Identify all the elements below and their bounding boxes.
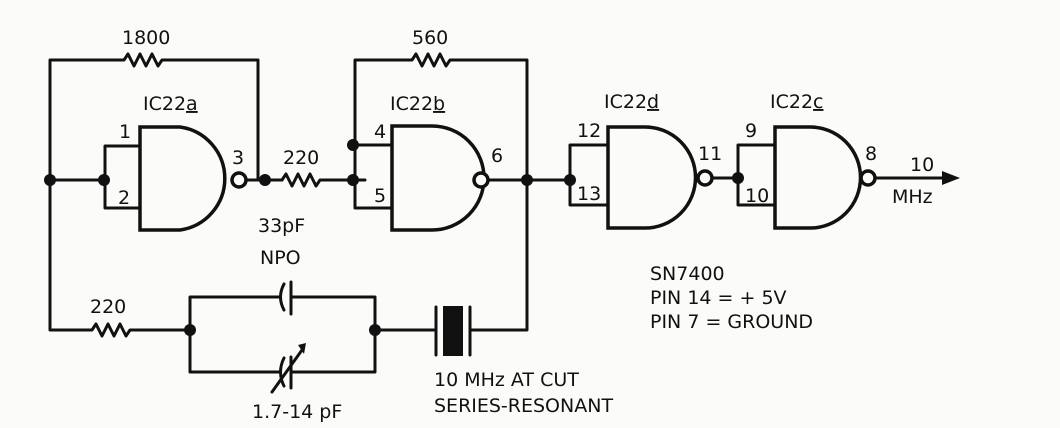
capacitor-type: NPO <box>260 247 301 269</box>
pin-3: 3 <box>232 147 244 169</box>
nand-gate-ic22b <box>353 124 574 232</box>
nand-gate-ic22a <box>48 125 284 232</box>
feedback-resistor-1800 <box>48 52 260 182</box>
junction-dots <box>44 139 744 336</box>
series-resistor-220 <box>280 172 367 188</box>
trimmer-value: 1.7-14 pF <box>252 401 342 423</box>
nand-gate-ic22c <box>736 125 960 230</box>
trimmer-capacitor <box>188 328 377 394</box>
resistor-label-560: 560 <box>412 27 448 49</box>
resistor-label-220-series: 220 <box>283 147 319 169</box>
crystal-10mhz <box>373 178 529 357</box>
crystal-mode: SERIES-RESONANT <box>434 395 613 417</box>
note-chip: SN7400 <box>650 263 725 285</box>
pin-1: 1 <box>119 121 131 143</box>
gate-label-ic22b: IC22b <box>390 93 445 115</box>
crystal-spec: 10 MHz AT CUT <box>434 369 579 391</box>
input-resistor-220 <box>48 178 192 338</box>
note-pin14: PIN 14 = + 5V <box>650 287 787 309</box>
pin-9: 9 <box>745 120 757 142</box>
output-unit: MHz <box>892 186 933 208</box>
gate-label-ic22d: IC22d <box>604 91 659 113</box>
pin-8: 8 <box>865 143 877 165</box>
pin-11: 11 <box>698 143 722 165</box>
note-pin7: PIN 7 = GROUND <box>650 311 813 333</box>
capacitor-value: 33pF <box>258 215 305 237</box>
resistor-label-220-input: 220 <box>90 296 126 318</box>
output-frequency: 10 <box>910 154 934 176</box>
gate-label-ic22c: IC22c <box>770 91 824 113</box>
pin-12: 12 <box>577 120 601 142</box>
capacitor-33pf <box>188 280 377 332</box>
pin-2: 2 <box>118 187 130 209</box>
pin-6: 6 <box>491 145 503 167</box>
resistor-label-1800: 1800 <box>122 27 170 49</box>
pin-4: 4 <box>374 121 386 143</box>
gate-label-ic22a: IC22a <box>143 93 198 115</box>
pin-5: 5 <box>374 185 386 207</box>
pin-10: 10 <box>745 185 769 207</box>
feedback-resistor-560 <box>353 52 529 182</box>
pin-13: 13 <box>577 183 601 205</box>
